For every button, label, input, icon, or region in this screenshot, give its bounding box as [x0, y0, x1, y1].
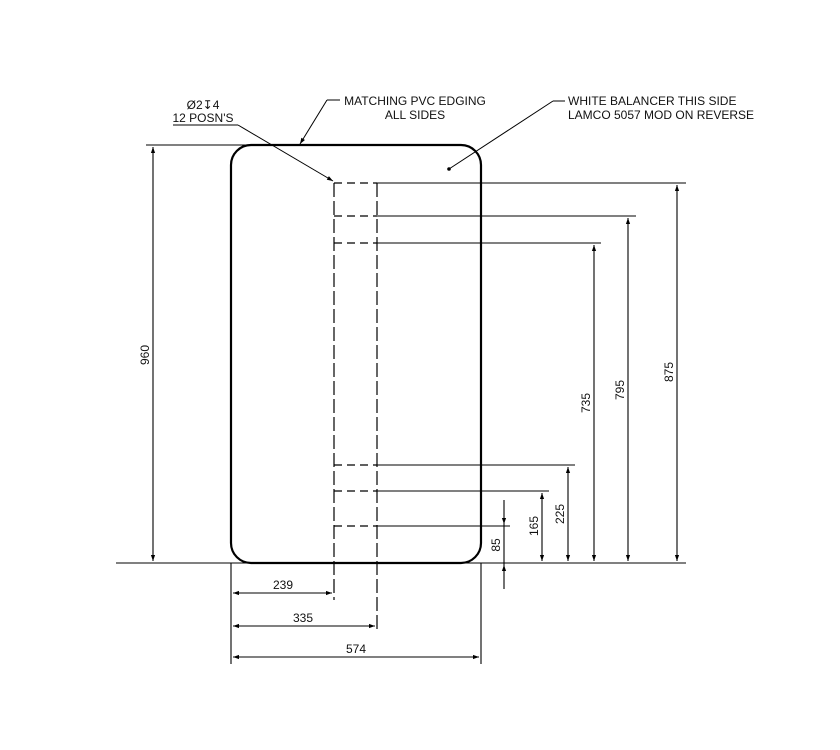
dim-overall-height: 960: [138, 345, 152, 365]
extension-lines: [116, 144, 686, 664]
dim-875: 875: [662, 362, 676, 382]
panel-outline: [229, 143, 483, 565]
balancer-note-line2: LAMCO 5057 MOD ON REVERSE: [568, 108, 754, 122]
dim-overall-width: 574: [346, 642, 366, 656]
balancer-leader-dot: [447, 167, 451, 171]
dim-225: 225: [553, 504, 567, 524]
dim-239: 239: [273, 578, 293, 592]
dim-795: 795: [613, 380, 627, 400]
dim-335: 335: [293, 611, 313, 625]
horizontal-dimensions: [233, 590, 479, 660]
dim-735: 735: [579, 393, 593, 413]
dim-85: 85: [489, 538, 503, 552]
vertical-dimensions: [150, 147, 680, 589]
dim-165: 165: [527, 516, 541, 536]
hole-pattern: [333, 182, 378, 632]
edging-note-line2: ALL SIDES: [385, 108, 445, 122]
leaders: [173, 99, 565, 182]
hole-count-note: 12 POSN'S: [173, 111, 234, 125]
hole-spec-note: Ø2↧4: [187, 98, 220, 112]
edging-note-line1: MATCHING PVC EDGING: [344, 94, 486, 108]
balancer-note-line1: WHITE BALANCER THIS SIDE: [568, 94, 736, 108]
